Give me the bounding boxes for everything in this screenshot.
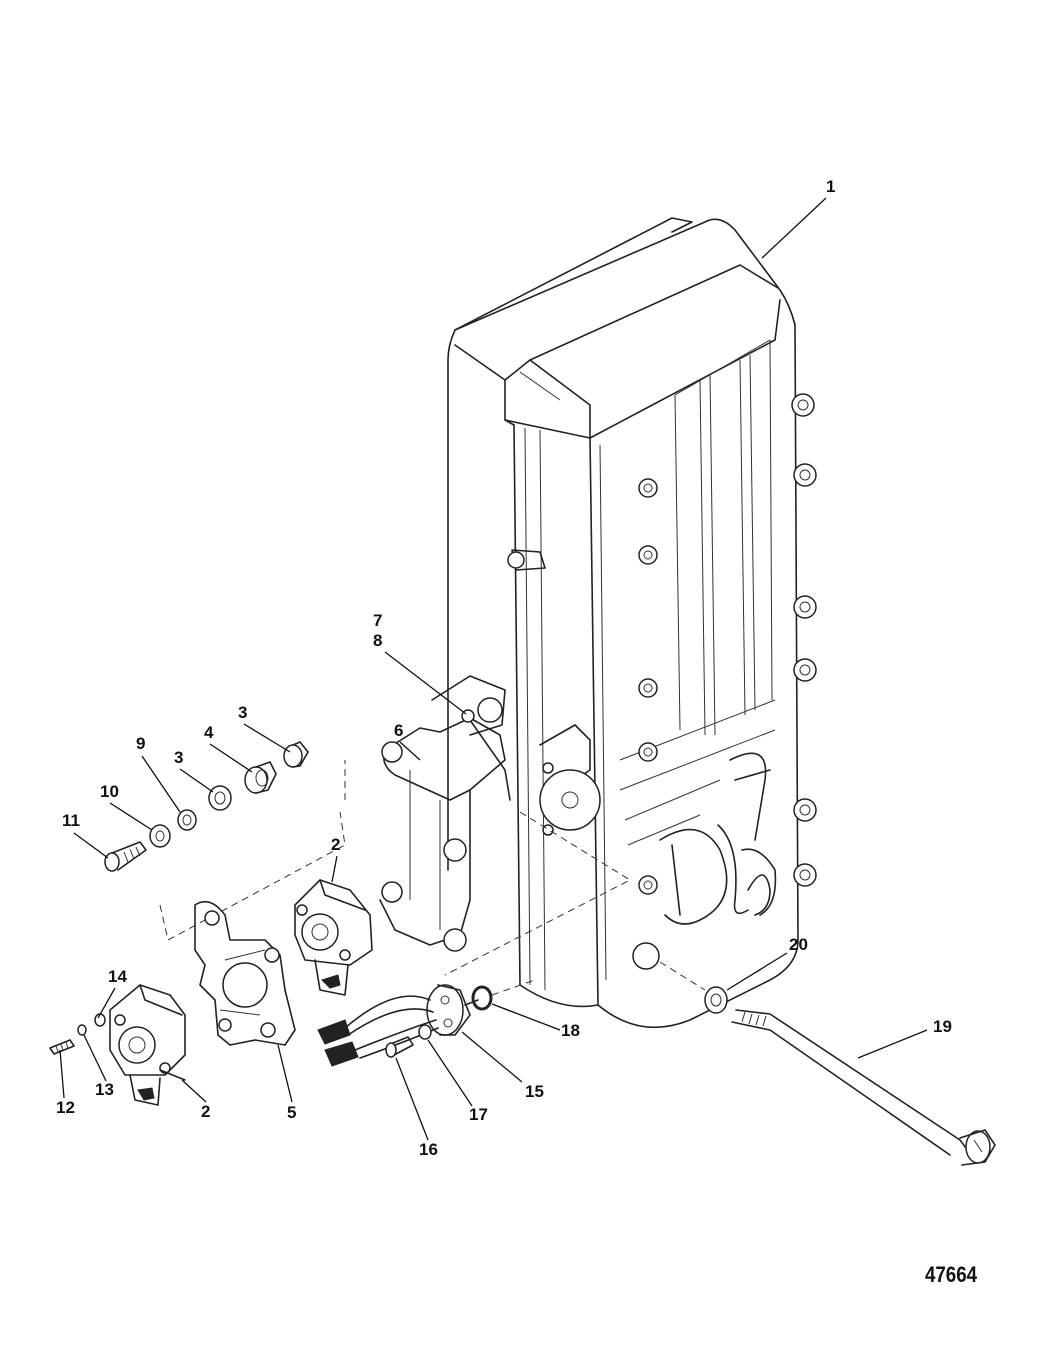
callout-4: 4 [204, 723, 214, 742]
figure-number: 47664 [925, 1262, 978, 1287]
callout-10: 10 [100, 782, 119, 801]
small-screw-set [49, 1013, 106, 1055]
callout-18: 18 [561, 1021, 580, 1040]
callout-12: 12 [56, 1098, 75, 1117]
callout-6: 6 [394, 721, 404, 740]
callout-16: 16 [419, 1140, 438, 1159]
callout-20: 20 [789, 935, 808, 954]
part-15-sender [317, 979, 536, 1067]
digital-logo-badge [659, 752, 777, 925]
callout-19: 19 [933, 1017, 952, 1036]
callout-13: 13 [95, 1080, 114, 1099]
part-1-housing [431, 217, 817, 1029]
part-2-sensor-upper [294, 879, 373, 996]
part-5-plate [194, 900, 296, 1046]
callout-5: 5 [287, 1103, 297, 1122]
callout-2-upper: 2 [331, 835, 341, 854]
callout-1: 1 [826, 177, 836, 196]
part-2-sensor-lower [109, 984, 186, 1106]
callout-9: 9 [136, 734, 146, 753]
leader-lines [59, 197, 928, 1141]
callout-17: 17 [469, 1105, 488, 1124]
hardware-stack [104, 741, 346, 941]
callout-8: 8 [373, 631, 383, 650]
callout-3-upper: 3 [238, 703, 248, 722]
callout-3-lower: 3 [174, 748, 184, 767]
callout-7: 7 [373, 611, 383, 630]
callout-15: 15 [525, 1082, 544, 1101]
callout-2-lower: 2 [201, 1102, 211, 1121]
part-6-bracket [379, 709, 511, 952]
callout-11: 11 [62, 811, 80, 830]
part-19-bolt [659, 961, 996, 1166]
callout-14: 14 [108, 967, 127, 986]
